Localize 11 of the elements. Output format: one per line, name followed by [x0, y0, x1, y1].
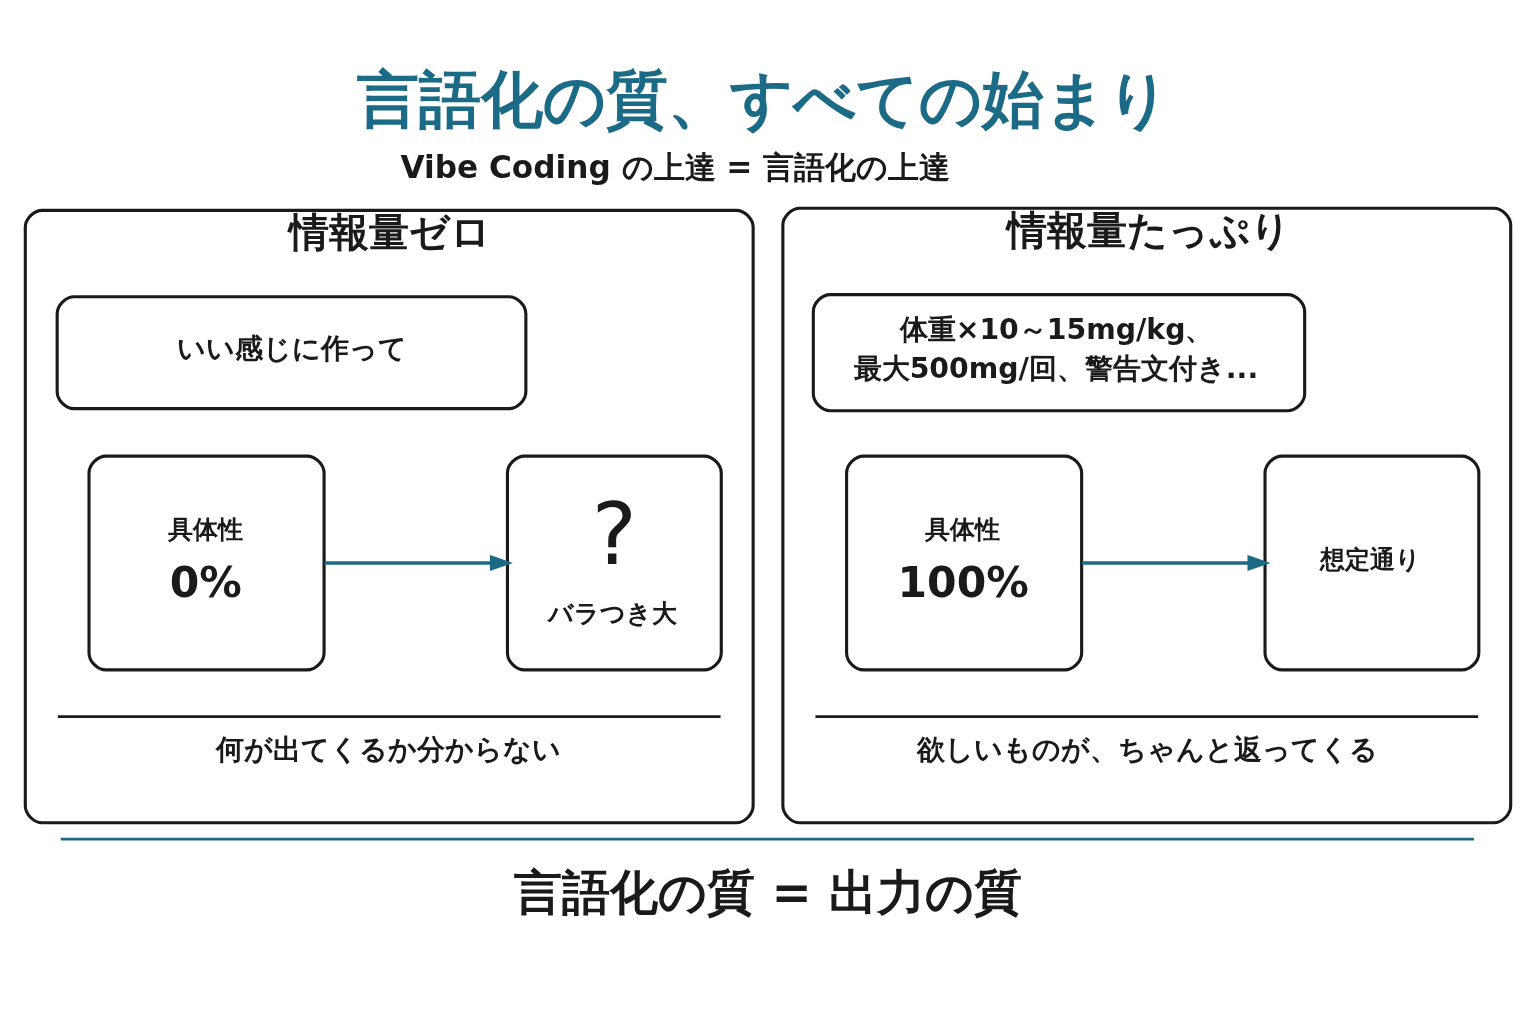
diagram-title: 言語化の質、すべての始まり: [356, 62, 1170, 136]
label: 言語化の質 = 出力の質: [513, 863, 1022, 920]
node-box: 具体性 0%: [87, 454, 326, 672]
node-box: 体重×10～15mg/kg、最大500mg/回、警告文付き...: [811, 293, 1307, 413]
arrow: [324, 554, 513, 572]
node-box: 想定通り: [1263, 454, 1481, 672]
node-box: 具体性 100%: [845, 454, 1084, 672]
node-box: いい感じに作って: [55, 295, 528, 411]
node-box: ? バラつき大: [505, 454, 723, 672]
label: Vibe Coding の上達 = 言語化の上達: [400, 148, 951, 185]
arrow: [1082, 554, 1271, 572]
